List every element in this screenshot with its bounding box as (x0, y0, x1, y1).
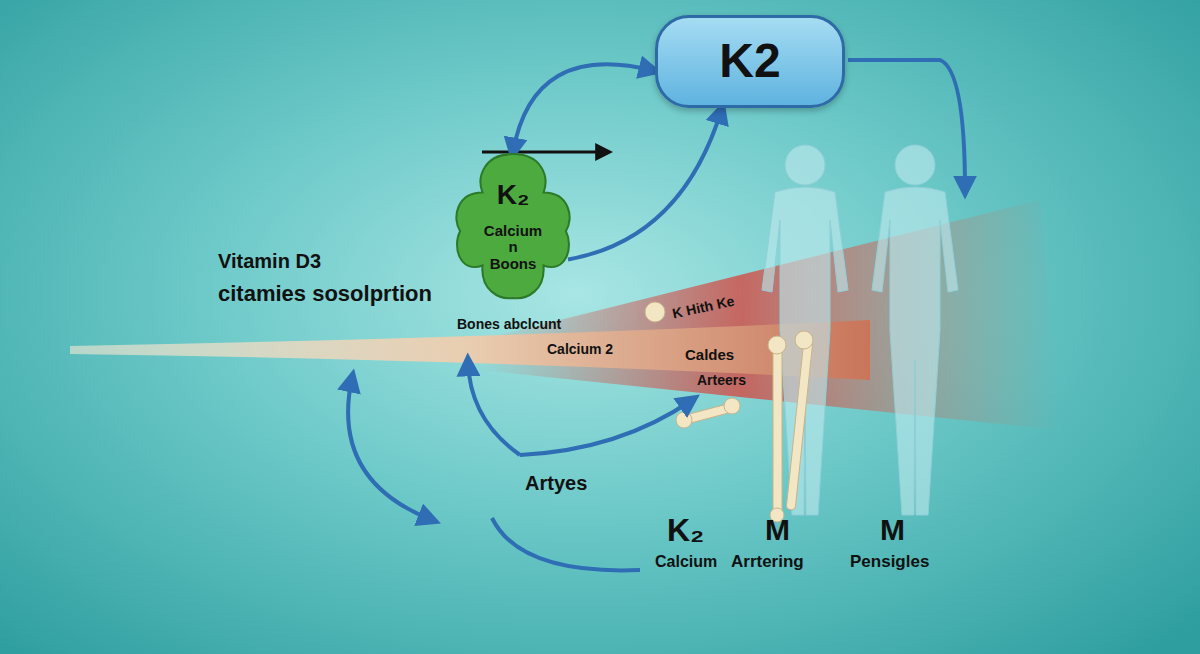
diagram-label: Caldes (685, 347, 734, 364)
diagram-label: Vitamin D3 (218, 250, 321, 272)
diagram-label: Bones abclcunt (457, 317, 561, 332)
diagram-label: M (765, 513, 790, 546)
cloud-node: K₂ Calcium n Boons (452, 150, 574, 302)
flow-arrows (348, 60, 965, 570)
node-body: Calcium n Boons (484, 223, 542, 273)
diagram-label: Arrtering (731, 553, 804, 572)
diagram-label: Arteers (697, 373, 746, 388)
diagram-label: citamies sosolprtion (218, 282, 432, 306)
diagram-label: K₂ (667, 513, 704, 548)
node-title: K₂ (497, 180, 530, 211)
node-title: K2 (719, 35, 780, 88)
diagram-label: Pensigles (850, 553, 929, 572)
connector-arrow (513, 64, 653, 152)
vitamin-pill: K2 (655, 15, 845, 108)
diagram-label: Calcium (655, 553, 717, 571)
diagram-label: Calcium 2 (547, 342, 613, 357)
diagram-label: M (880, 513, 905, 546)
connector-arrow (568, 110, 722, 260)
diagram-label: Artyes (525, 472, 587, 494)
black-arrow (482, 151, 606, 154)
human-figure (762, 145, 958, 515)
